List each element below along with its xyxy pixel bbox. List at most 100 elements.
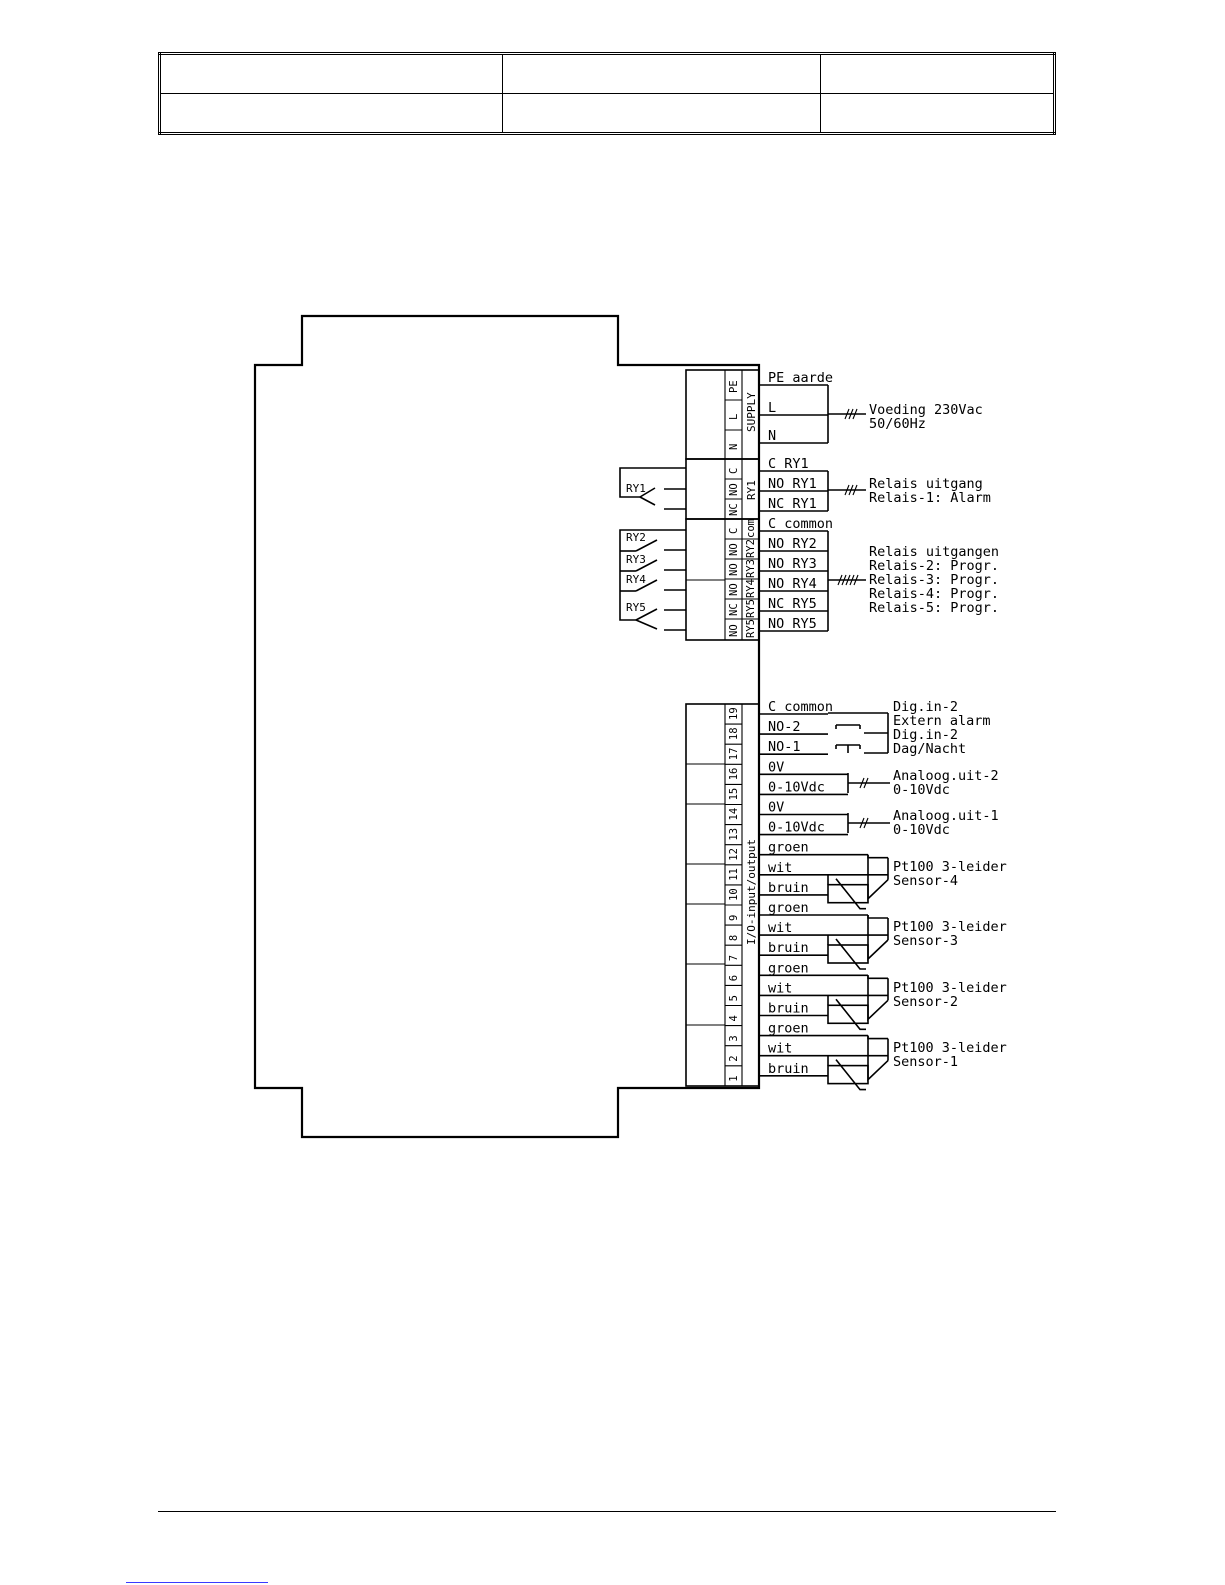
- terminal-number: 9: [728, 915, 740, 921]
- terminal-number: 10: [728, 888, 740, 901]
- wire-label: L: [768, 400, 776, 416]
- pt100-symbol: [835, 998, 866, 1031]
- footer-link-underline: [126, 1582, 268, 1583]
- pt100-symbol: [867, 1035, 889, 1082]
- pt100-symbol: [867, 915, 889, 940]
- group-label: RY1: [745, 480, 758, 500]
- terminal-label: NO: [728, 624, 740, 637]
- pt100-symbol: [867, 975, 889, 1001]
- io-wires: C commonNO-2NO-10V0-10Vdc0V0-10Vdcgroenw…: [759, 699, 888, 1077]
- wire-label: bruin: [768, 940, 809, 956]
- footer-rule: [158, 1511, 1056, 1512]
- supply-wires: PE aarde L N Voeding 230Vac 50/60Hz: [759, 370, 983, 444]
- group-label: SUPPLY: [745, 392, 758, 432]
- relay-output-label: Relais-5: Progr.: [869, 600, 999, 616]
- terminal-label: C: [728, 468, 740, 474]
- relay-output-label: Relais-4: Progr.: [869, 586, 999, 602]
- wire-label: wit: [768, 1041, 792, 1057]
- relay-label: RY1: [626, 482, 646, 495]
- terminal-number: 11: [728, 868, 740, 881]
- wire-label: wit: [768, 860, 792, 876]
- controller-housing: [253, 314, 761, 1139]
- supply-label: 50/60Hz: [869, 416, 926, 432]
- pt100-symbol: [867, 915, 889, 961]
- relay-label: RY2: [626, 531, 646, 544]
- pt100-symbol: [867, 975, 889, 1022]
- wire-label: groen: [768, 900, 809, 916]
- group-label: RY4: [745, 579, 757, 598]
- pt100-symbol: [835, 1059, 866, 1091]
- relay-output-label: Relais-3: Progr.: [869, 572, 999, 588]
- terminal-label: NC: [728, 503, 740, 516]
- terminal-number: 1: [728, 1075, 740, 1081]
- wire-label: groen: [768, 1021, 809, 1037]
- relay-label: RY3: [626, 553, 646, 566]
- group-label: I/O-input/output: [745, 839, 758, 945]
- pt100-symbol: [835, 938, 866, 970]
- sensor-label: Pt100 3-leider: [893, 859, 1007, 875]
- terminal-label: NO: [728, 483, 740, 496]
- terminal-number: 7: [728, 955, 740, 961]
- wire-label: 0-10Vdc: [768, 779, 825, 795]
- terminal-label: C: [728, 528, 740, 534]
- header-cell: [820, 53, 1055, 94]
- wire-label: C common: [768, 699, 833, 715]
- analog-output-label: Analoog.uit-1: [893, 808, 999, 824]
- analog-output-label: Analoog.uit-2: [893, 768, 999, 784]
- ry1-terminal-block: C NO NC RY1: [685, 458, 760, 520]
- wire-label: wit: [768, 980, 792, 996]
- wire-label: groen: [768, 840, 809, 856]
- sensor-label: Sensor-2: [893, 994, 958, 1010]
- analog-outputs: Analoog.uit-2 0-10Vdc Analoog.uit-1 0-10…: [847, 768, 999, 838]
- group-label: RY3: [745, 559, 757, 578]
- terminal-label: NO: [728, 543, 740, 556]
- terminal-label: PE: [728, 380, 740, 393]
- relay-label: RY4: [626, 573, 646, 586]
- group-label: RY5: [745, 619, 757, 638]
- terminal-label: NC: [728, 603, 740, 616]
- wire-label: NO-1: [768, 739, 801, 755]
- relays-wires: C common NO RY2 NO RY3 NO RY4 NC RY5 NO …: [759, 516, 999, 632]
- terminal-number: 8: [728, 935, 740, 941]
- pt100-symbol: [827, 883, 869, 904]
- header-cell: [159, 93, 503, 134]
- supply-terminal-block: PE L N SUPPLY: [685, 369, 760, 460]
- wire-label: wit: [768, 920, 792, 936]
- terminal-label: N: [728, 444, 740, 450]
- wire-label: NO RY2: [768, 536, 817, 552]
- header-cell: [820, 93, 1055, 134]
- terminal-number: 2: [728, 1055, 740, 1061]
- sensor-label: Pt100 3-leider: [893, 980, 1007, 996]
- terminal-number: 3: [728, 1035, 740, 1041]
- pt100-symbol: [827, 1004, 869, 1025]
- digital-input-label: Dag/Nacht: [893, 741, 966, 757]
- wire-label: C RY1: [768, 456, 809, 472]
- wire-label: NO RY4: [768, 576, 817, 592]
- wire-label: NC RY1: [768, 496, 817, 512]
- terminal-number: 14: [728, 808, 740, 821]
- wire-label: 0V: [768, 759, 784, 775]
- wire-label: NO RY3: [768, 556, 817, 572]
- relay-label: RY5: [626, 601, 646, 614]
- relay-output-label: Relais uitgangen: [869, 544, 999, 560]
- pt100-symbol: [827, 1064, 869, 1085]
- ry1-relay-symbol: RY1: [619, 467, 686, 510]
- wire-label: PE aarde: [768, 370, 833, 386]
- supply-label: Voeding 230Vac: [869, 402, 983, 418]
- group-label: com: [745, 519, 757, 538]
- terminal-number: 12: [728, 848, 740, 861]
- analog-output-label: 0-10Vdc: [893, 822, 950, 838]
- wire-label: bruin: [768, 1061, 809, 1077]
- pt100-symbol: [835, 878, 866, 910]
- ry1-wires: C RY1 NO RY1 NC RY1 Relais uitgang Relai…: [759, 456, 991, 512]
- sensor-label: Sensor-4: [893, 873, 958, 889]
- digital-input-label: Dig.in-2: [893, 699, 958, 715]
- relays-terminal-block: C NO NO NO NC NO com RY2 RY3 RY4 RY5 RY5: [685, 518, 760, 641]
- wire-label: NO RY1: [768, 476, 817, 492]
- pt100-symbol: [867, 1035, 889, 1061]
- group-label: RY5: [745, 599, 757, 618]
- relay-output-label: Relais-1: Alarm: [869, 490, 991, 506]
- terminal-label: NO: [728, 583, 740, 596]
- header-row: [159, 53, 1055, 94]
- header-table: [158, 52, 1056, 135]
